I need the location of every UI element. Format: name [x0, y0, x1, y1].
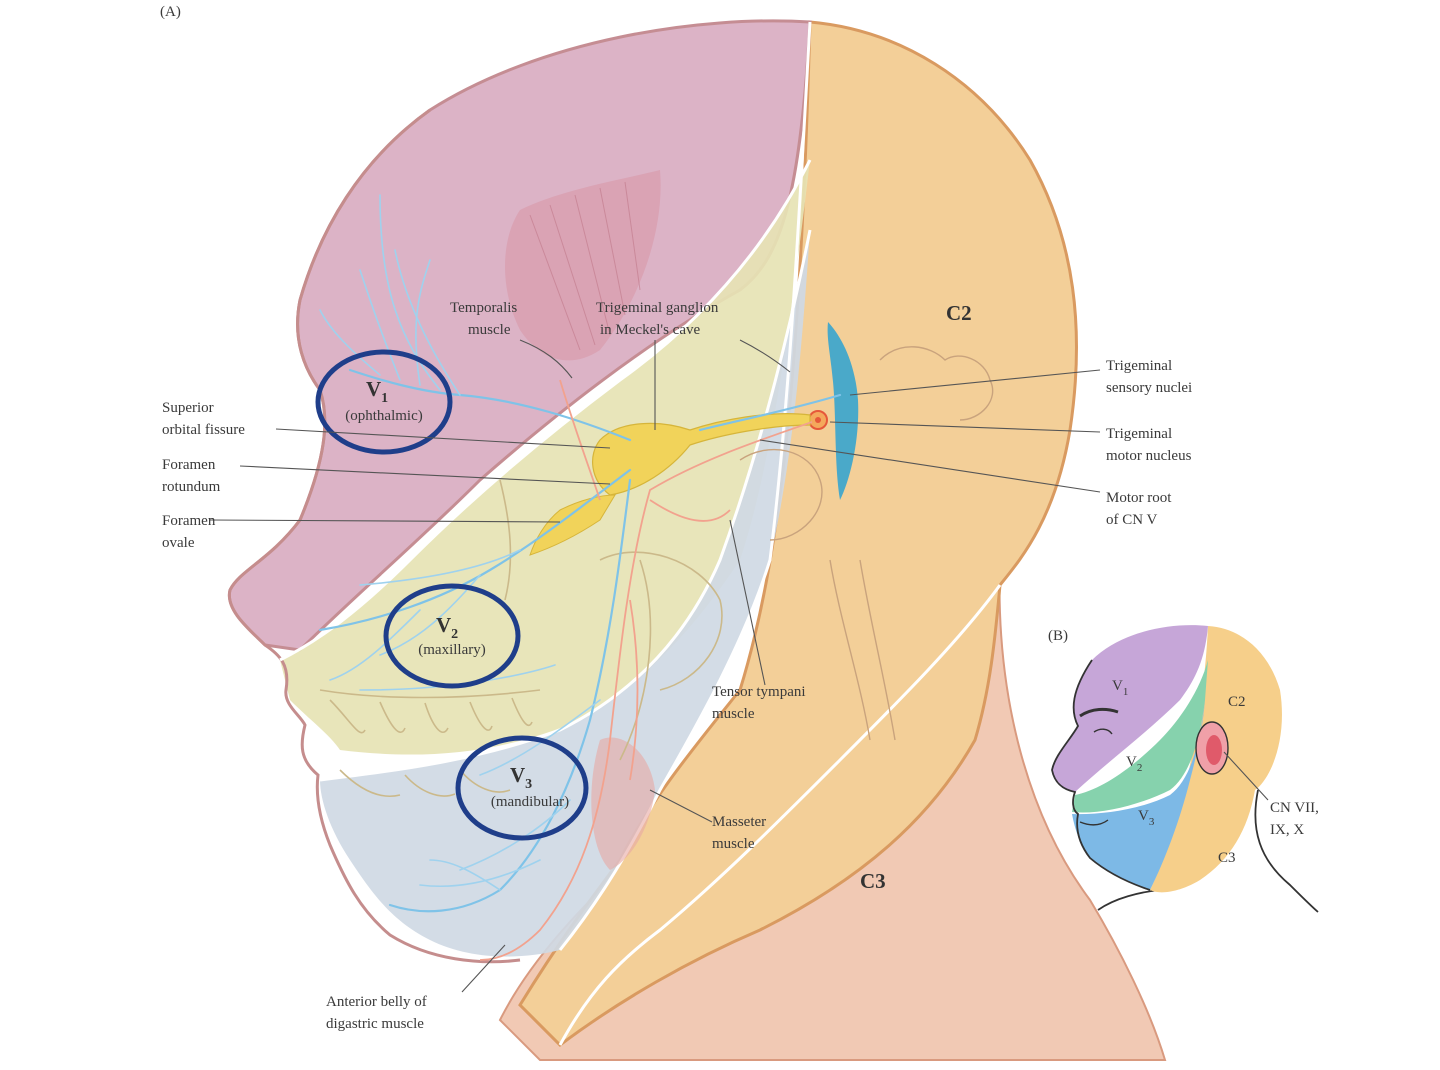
v3-region: [320, 230, 810, 957]
svg-text:Trigeminal: Trigeminal: [1106, 426, 1172, 442]
svg-text:sensory nuclei: sensory nuclei: [1106, 380, 1192, 396]
trigeminal-sensory-nuclei: [827, 322, 859, 500]
inset-v1-region: [1052, 625, 1208, 792]
panel-b: (B) V1 V2 V3 C2 C3 CN VII, IX, X: [1048, 625, 1319, 913]
svg-text:Trigeminal ganglion: Trigeminal ganglion: [596, 300, 719, 316]
skull-outline: [319, 479, 723, 797]
inset-v2-label: V2: [1126, 754, 1142, 774]
svg-text:Temporalis: Temporalis: [450, 300, 517, 316]
label-superior-orbital-fissure: Superior orbital fissure: [162, 400, 245, 438]
v3-name: (mandibular): [491, 794, 569, 810]
masseter-muscle: [591, 737, 655, 870]
v3-division-marker: V3 (mandibular): [455, 735, 589, 841]
inset-v3-label: V3: [1138, 808, 1155, 828]
boundary-c2-c3: [558, 584, 1002, 1046]
svg-text:Anterior belly of: Anterior belly of: [326, 994, 427, 1010]
inset-brow: [1079, 707, 1119, 718]
inset-c3-label: C3: [1218, 850, 1236, 866]
inset-eye: [1093, 728, 1113, 735]
brainstem-outline: [739, 346, 994, 741]
svg-text:Trigeminal: Trigeminal: [1106, 358, 1172, 374]
label-foramen-ovale: Foramen ovale: [162, 513, 216, 551]
inset-v3-region: [1072, 700, 1205, 890]
svg-text:rotundum: rotundum: [162, 479, 221, 495]
motor-fibres: [479, 379, 813, 961]
inset-face-outline: [1051, 659, 1151, 891]
svg-text:IX, X: IX, X: [1270, 822, 1304, 838]
svg-text:CN VII,: CN VII,: [1270, 800, 1319, 816]
c2-label: C2: [946, 301, 972, 325]
inset-neck: [1097, 889, 1161, 911]
svg-text:Motor root: Motor root: [1106, 490, 1172, 506]
label-foramen-rotundum: Foramen rotundum: [162, 457, 221, 495]
svg-text:Foramen: Foramen: [162, 513, 216, 529]
svg-text:motor nucleus: motor nucleus: [1106, 448, 1192, 464]
v1-circle: [315, 349, 453, 455]
leader-lines: [209, 339, 1101, 993]
svg-text:muscle: muscle: [712, 706, 755, 722]
v3-circle: [455, 735, 589, 841]
svg-text:Tensor tympani: Tensor tympani: [712, 684, 806, 700]
label-trigeminal-ganglion: Trigeminal ganglion in Meckel's cave: [596, 300, 719, 338]
sensory-root: [698, 393, 842, 432]
label-trigeminal-motor-nucleus: Trigeminal motor nucleus: [1106, 426, 1192, 464]
inset-back-neck: [1254, 789, 1319, 913]
v2-name: (maxillary): [418, 642, 485, 658]
svg-text:muscle: muscle: [468, 322, 511, 338]
panel-a-letter: (A): [160, 4, 181, 20]
v1-label: V1: [366, 377, 388, 406]
v3-nerve-branches: [388, 478, 632, 913]
inset-ear: [1195, 721, 1229, 775]
v1-nerve-branches: [319, 194, 632, 442]
svg-text:in Meckel's cave: in Meckel's cave: [600, 322, 701, 338]
svg-text:muscle: muscle: [712, 836, 755, 852]
svg-text:orbital fissure: orbital fissure: [162, 422, 245, 438]
svg-text:of CN V: of CN V: [1106, 512, 1158, 528]
inset-c2-label: C2: [1228, 694, 1246, 710]
cervical-region: [518, 20, 1078, 1047]
boundary-v2-v3: [319, 229, 812, 782]
panel-b-letter: (B): [1048, 628, 1068, 644]
v2-label: V2: [436, 613, 458, 642]
v3-label: V3: [510, 763, 532, 792]
inset-mouth: [1079, 819, 1109, 826]
panel-a: V1 (ophthalmic) V2 (maxillary) V3 (mandi…: [160, 4, 1192, 1061]
v2-division-marker: V2 (maxillary): [383, 583, 521, 689]
v1-name: (ophthalmic): [345, 408, 422, 424]
temporalis-striations: [529, 181, 641, 351]
temporalis-muscle: [505, 170, 661, 361]
inset-v1-label: V1: [1112, 678, 1128, 698]
face-profile: [227, 108, 521, 964]
label-motor-root: Motor root of CN V: [1106, 490, 1172, 528]
svg-text:Foramen: Foramen: [162, 457, 216, 473]
svg-text:Superior: Superior: [162, 400, 214, 416]
motor-nucleus-center: [815, 417, 821, 423]
inset-v2-region: [1072, 660, 1208, 813]
label-masseter: Masseter muscle: [712, 814, 766, 852]
svg-text:digastric muscle: digastric muscle: [326, 1016, 424, 1032]
c3-label: C3: [860, 869, 886, 893]
label-anterior-belly: Anterior belly of digastric muscle: [326, 994, 427, 1032]
label-trigeminal-sensory-nuclei: Trigeminal sensory nuclei: [1106, 358, 1192, 396]
v1-division-marker: V1 (ophthalmic): [315, 349, 453, 455]
v2-circle: [383, 583, 521, 689]
label-temporalis-muscle: Temporalis muscle: [450, 300, 517, 338]
inset-cn-label: CN VII, IX, X: [1270, 800, 1319, 838]
svg-text:ovale: ovale: [162, 535, 195, 551]
svg-text:Masseter: Masseter: [712, 814, 766, 830]
label-tensor-tympani: Tensor tympani muscle: [712, 684, 806, 722]
